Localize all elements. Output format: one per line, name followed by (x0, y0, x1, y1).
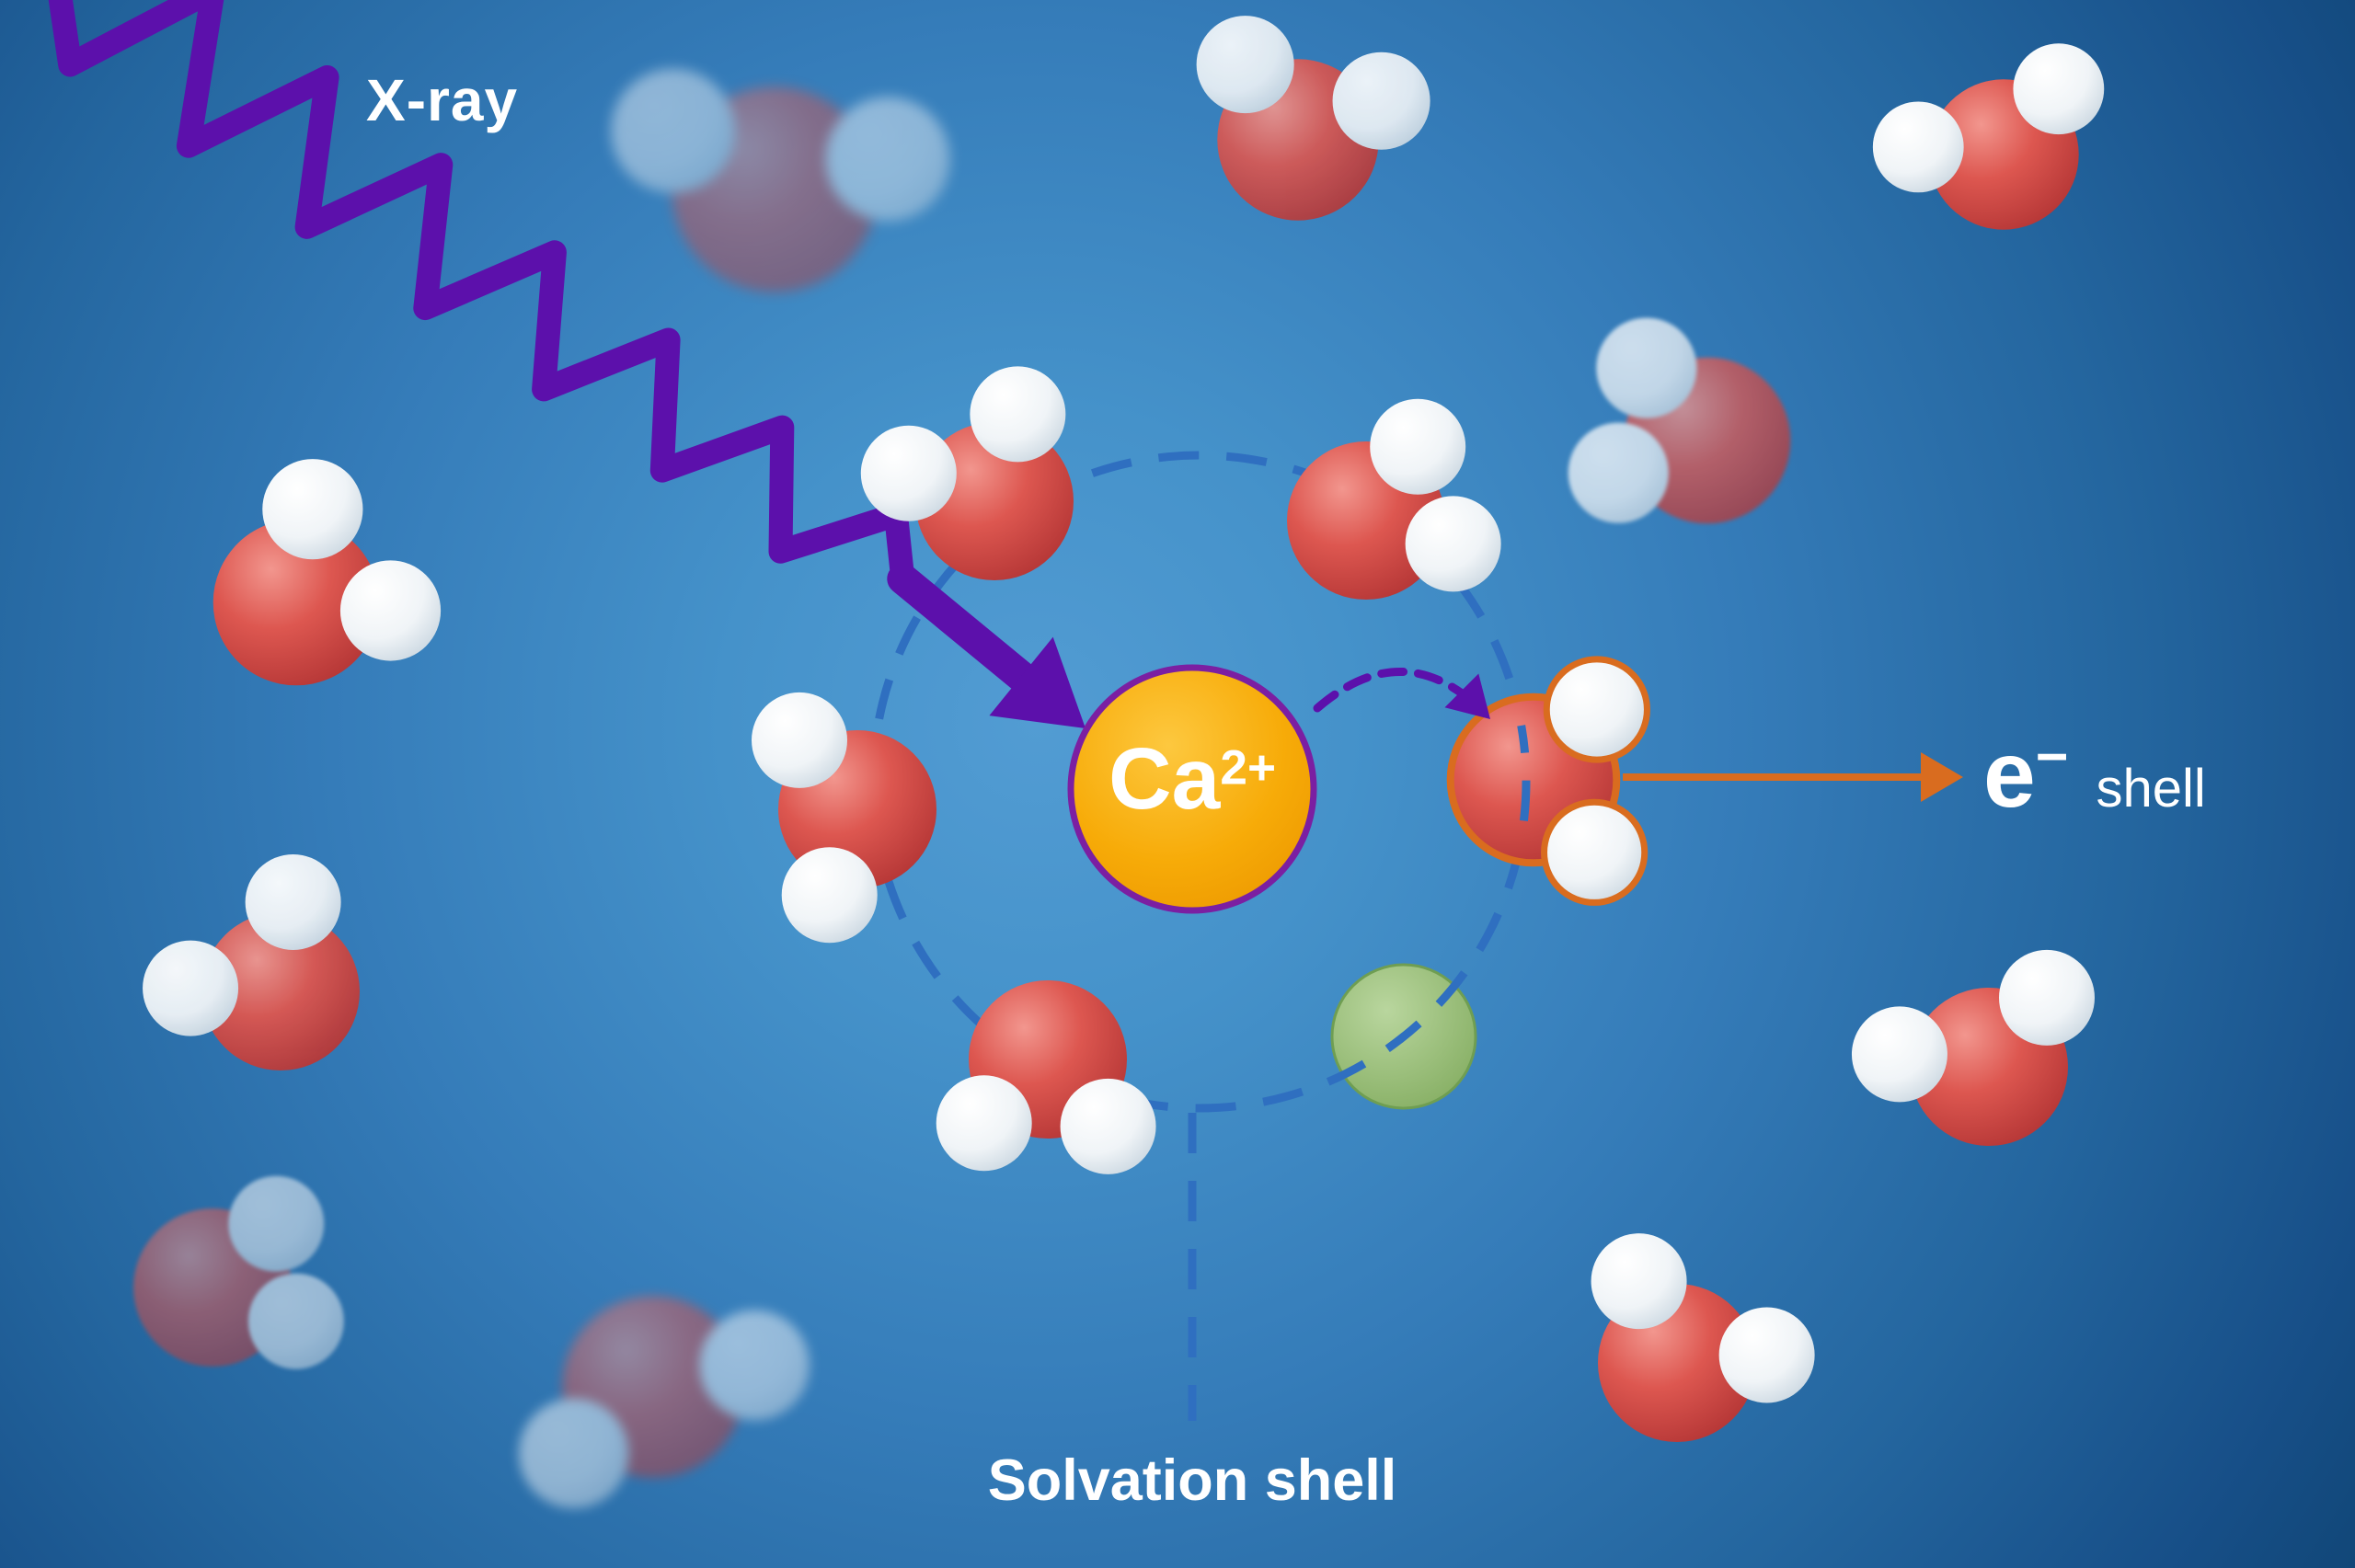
calcium-symbol: Ca (1108, 730, 1221, 829)
hydrogen-atom (262, 459, 363, 560)
water-molecule (1591, 1233, 1815, 1442)
hydrogen-atom (936, 1075, 1032, 1172)
ring-dash-over-ejected (1517, 725, 1531, 839)
oxygen-atom (213, 519, 380, 686)
hydrogen-atom (781, 847, 878, 944)
ejected-water-molecule (1446, 656, 1650, 906)
xray-arrowhead (989, 636, 1086, 728)
xray-arrow-shaft (887, 563, 1039, 693)
water-molecule (1568, 317, 1791, 524)
hydrogen-atom (1591, 1233, 1687, 1330)
water-molecule (213, 459, 442, 686)
hydrogen-atom (1718, 1307, 1815, 1403)
ejection-arrow (1313, 667, 1478, 713)
hydrogen-atom (228, 1175, 325, 1272)
water-molecule (936, 980, 1156, 1174)
hydrogen-atom (1060, 1078, 1156, 1174)
hydrogen-atom (1851, 1006, 1947, 1103)
oxygen-atom (201, 912, 360, 1070)
water-molecule (752, 692, 936, 944)
hydrogen-atom (1543, 656, 1650, 763)
hydrogen-atom (1332, 52, 1430, 150)
water-molecule (1287, 398, 1501, 600)
hydrogen-atom (2013, 43, 2105, 135)
water-molecule (143, 853, 360, 1070)
hydrogen-atom (752, 692, 848, 788)
hydrogen-atom (247, 1273, 344, 1369)
calcium-ion (1067, 664, 1317, 914)
calcium-charge: 2+ (1220, 740, 1277, 795)
hydrogen-atom (970, 366, 1066, 463)
electron-shell-text: shell (2096, 759, 2206, 819)
hydrogen-atom (518, 1398, 629, 1509)
water-molecule (611, 68, 950, 292)
hydrogen-atom (1541, 798, 1648, 906)
calcium-label: Ca2+ (1109, 729, 1276, 830)
electron-label: e− shell (1983, 721, 2206, 829)
hydrogen-atom (339, 560, 442, 661)
hydrogen-atom (1568, 422, 1669, 523)
hydrogen-atom (699, 1310, 810, 1421)
ejection-arrowhead (1444, 673, 1490, 719)
hydrogen-atom (1370, 398, 1466, 495)
electron-charge: − (2035, 725, 2069, 788)
hydrogen-atom (1405, 496, 1501, 592)
hydrogen-atom (245, 853, 341, 950)
water-molecule (860, 366, 1074, 580)
water-molecule (518, 1296, 810, 1509)
hydrogen-atom (1196, 16, 1294, 114)
hydrogen-atom (825, 97, 950, 222)
solvation-shell-label: Solvation shell (987, 1448, 1397, 1513)
electron-arrowhead (1921, 752, 1963, 802)
electron-symbol: e− (1983, 722, 2069, 828)
water-molecule (1872, 43, 2105, 230)
hydrogen-atom (143, 940, 239, 1036)
hydrogen-atom (1596, 317, 1697, 418)
water-molecule (133, 1175, 344, 1369)
hydrogen-atom (1872, 101, 1964, 193)
water-molecule (1196, 16, 1430, 221)
xray-wave (48, 0, 915, 591)
hydrogen-atom (1998, 949, 2095, 1046)
xray-label: X-ray (366, 67, 519, 133)
hydrogen-atom (860, 425, 957, 521)
hydrogen-atom (611, 68, 736, 193)
water-molecule (1851, 949, 2095, 1146)
